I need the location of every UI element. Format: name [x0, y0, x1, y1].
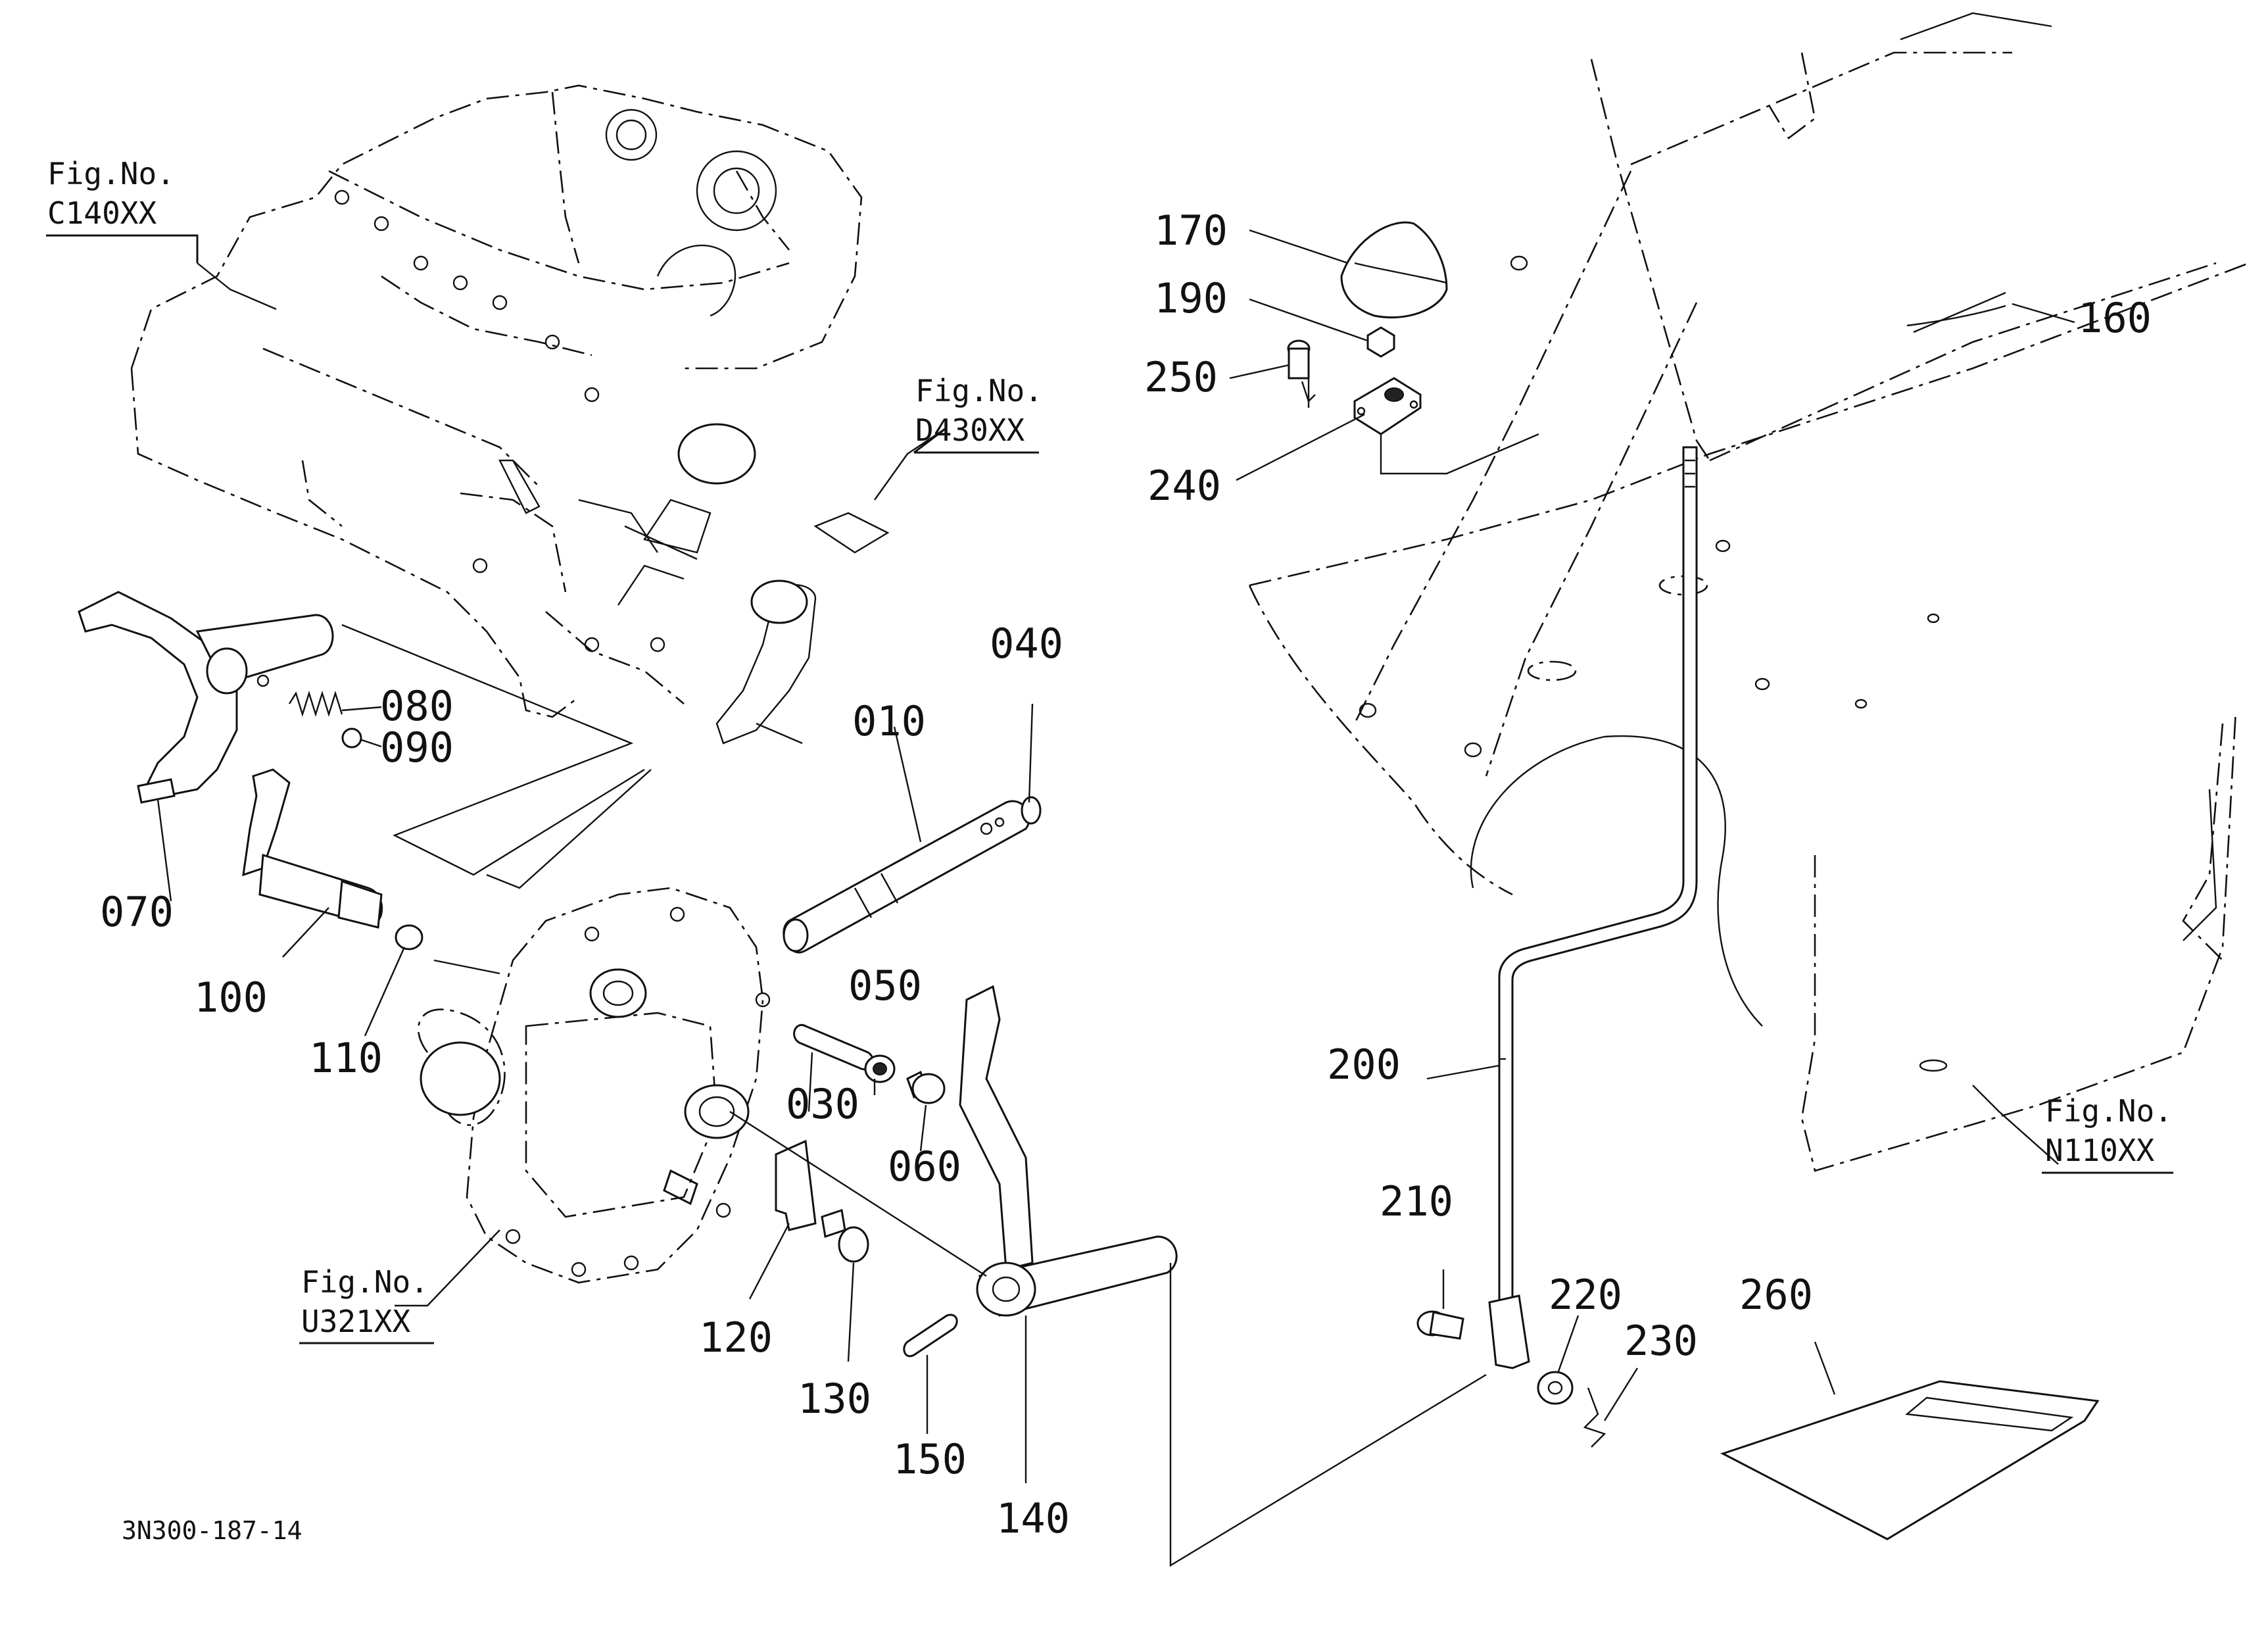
shift-shaft-010 [783, 800, 1030, 954]
leader-240-mount [1380, 433, 1539, 475]
o-ring-040 [1021, 796, 1042, 825]
clip-230 [1583, 1387, 1606, 1448]
part-label-190: 190 [1154, 274, 1228, 322]
part-label-210: 210 [1380, 1177, 1453, 1225]
fig-ref-n110: Fig.No. N110XX [2042, 1093, 2173, 1174]
drawing-code: 3N300-187-14 [122, 1516, 302, 1545]
part-label-010: 010 [852, 697, 926, 745]
shift-fork-070 [78, 591, 334, 804]
fig-ref-c140-caption: Fig.No. [47, 156, 175, 191]
bolt-130 [821, 1209, 869, 1263]
shift-knob-170 [1340, 221, 1448, 319]
part-label-100: 100 [194, 973, 268, 1021]
part-labels: 010 030 040 050 060 070 080 090 100 110 … [100, 207, 2152, 1542]
pin-030 [793, 1023, 874, 1071]
part-label-170: 170 [1154, 207, 1228, 255]
clevis-210 [1416, 1294, 1530, 1369]
part-label-250: 250 [1144, 353, 1218, 401]
connector-line-case-lever [729, 1110, 987, 1277]
part-label-090: 090 [380, 724, 454, 772]
plate-120 [775, 1139, 817, 1231]
part-label-140: 140 [996, 1494, 1070, 1542]
transmission-housing-phantom [130, 84, 863, 718]
part-label-110: 110 [309, 1034, 383, 1082]
fig-ref-c140-code: C140XX [47, 195, 157, 231]
connector-line-fork-shaft-2 [486, 769, 652, 889]
linkage-phantom-d430 [578, 499, 890, 745]
fig-ref-n110-code: N110XX [2045, 1133, 2154, 1168]
plug-060 [906, 1070, 946, 1104]
part-label-150: 150 [893, 1435, 967, 1483]
part-label-050: 050 [848, 962, 922, 1010]
gearcase-phantom-u321 [417, 887, 771, 1284]
part-label-160: 160 [2078, 294, 2152, 342]
bracket-240 [1353, 377, 1422, 435]
fig-ref-u321-code: U321XX [301, 1304, 410, 1339]
detent-ball-090 [341, 727, 362, 749]
connector-line-110 [433, 959, 500, 975]
part-label-060: 060 [888, 1143, 961, 1191]
leader-lines [157, 229, 2075, 1483]
part-label-070: 070 [100, 888, 174, 936]
fig-ref-n110-caption: Fig.No. [2045, 1093, 2173, 1129]
part-label-260: 260 [1739, 1271, 1813, 1319]
part-label-240: 240 [1147, 462, 1221, 510]
shift-rod-200 [1498, 446, 1698, 1310]
shift-lever-140 [959, 985, 1178, 1317]
fig-ref-u321-caption: Fig.No. [301, 1264, 429, 1300]
part-label-220: 220 [1549, 1271, 1622, 1319]
o-ring-110 [395, 924, 423, 950]
part-label-130: 130 [798, 1375, 871, 1423]
part-label-040: 040 [990, 620, 1063, 668]
washer-220 [1537, 1371, 1574, 1405]
washer-050 [864, 1054, 896, 1083]
fig-ref-u321: Fig.No. U321XX [299, 1264, 434, 1344]
bolt-250 [1287, 339, 1316, 403]
operator-platform-phantom [1248, 12, 2250, 1172]
part-label-230: 230 [1624, 1317, 1698, 1365]
connector-line-fork-shaft [341, 624, 645, 876]
part-label-030: 030 [786, 1080, 859, 1128]
nut-190 [1366, 326, 1395, 358]
decal-160 [1906, 305, 2006, 327]
connector-line-rod [1169, 1263, 1487, 1567]
detent-spring-080 [288, 690, 343, 718]
part-label-200: 200 [1327, 1041, 1401, 1089]
spring-pin-150 [903, 1314, 958, 1358]
part-label-120: 120 [699, 1314, 773, 1362]
shift-lever-shaft-100 [242, 768, 383, 929]
fig-ref-d430-caption: Fig.No. [915, 373, 1043, 408]
fig-ref-d430: Fig.No. D430XX [913, 373, 1043, 454]
fig-ref-c140: Fig.No. C140XX [46, 156, 199, 263]
fig-ref-d430-code: D430XX [915, 412, 1025, 448]
part-label-080: 080 [380, 682, 454, 730]
manual-260 [1720, 1380, 2100, 1540]
